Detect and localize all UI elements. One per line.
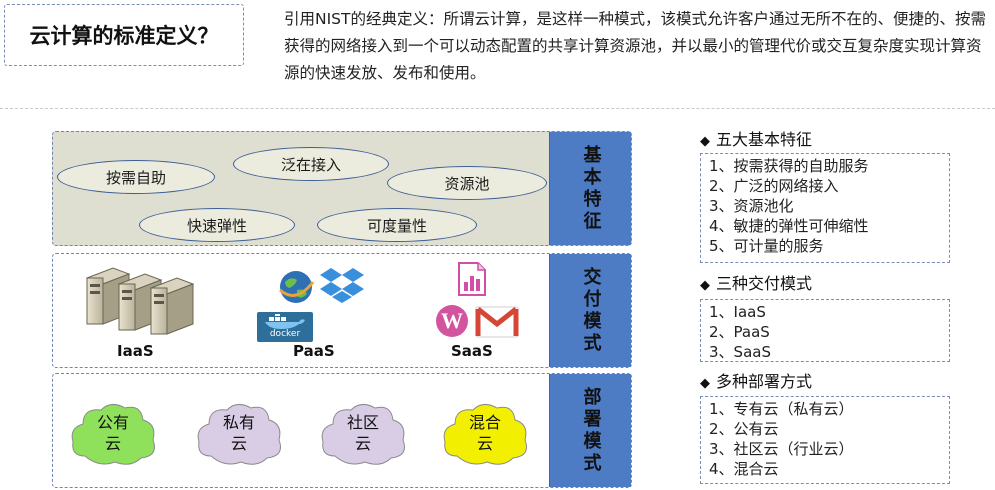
delivery-list: 1、IaaS 2、PaaS 3、SaaS [700, 299, 950, 362]
features-list: 1、按需获得的自助服务 2、广泛的网络接入 3、资源池化 4、敏捷的弹性可伸缩性… [700, 153, 950, 263]
svg-text:W: W [441, 308, 463, 333]
cloud-label: 社区 云 [346, 413, 379, 453]
list-item: 1、IaaS [709, 303, 766, 321]
diamond-bullet-icon: ◆ [700, 134, 710, 149]
features-side-label: 基本特征 [549, 132, 631, 245]
delivery-band: IaaS docker PaaS W SaaS [52, 253, 632, 368]
list-item: 4、敏捷的弹性可伸缩性 [709, 217, 869, 235]
feature-oval: 资源池 [387, 166, 547, 200]
page-title-box: 云计算的标准定义？ [4, 4, 244, 66]
feature-oval: 快速弹性 [139, 208, 295, 242]
list-item: 1、按需获得的自助服务 [709, 157, 869, 175]
feature-oval: 可度量性 [317, 208, 477, 242]
delivery-heading: ◆三种交付模式 [700, 274, 813, 293]
cloud-label: 私有 云 [222, 413, 255, 453]
wordpress-logo: W [436, 305, 468, 337]
server-icon [85, 267, 195, 335]
cloud-hybrid: 混合 云 [439, 398, 531, 468]
cloud-shape [443, 404, 527, 465]
list-item: 3、资源池化 [709, 197, 794, 215]
dropbox-icon [320, 268, 364, 303]
globe-icon [279, 271, 315, 303]
gmail-logo [475, 306, 519, 338]
deployment-list: 1、专有云（私有云） 2、公有云 3、社区云（行业云） 4、混合云 [700, 396, 950, 484]
list-item: 2、广泛的网络接入 [709, 177, 839, 195]
list-item: 5、可计量的服务 [709, 237, 824, 255]
list-item: 4、混合云 [709, 460, 779, 478]
model-label-saas: SaaS [451, 342, 493, 360]
deployment-heading: ◆多种部署方式 [700, 372, 813, 391]
cloud-label: 混合 云 [468, 413, 501, 453]
definition-paragraph: 引用NIST的经典定义：所谓云计算，是这样一种模式，该模式允许客户通过无所不在的… [284, 10, 986, 82]
diamond-bullet-icon: ◆ [700, 376, 710, 391]
model-label-iaas: IaaS [117, 342, 154, 360]
features-heading: ◆五大基本特征 [700, 130, 813, 149]
model-label-paas: PaaS [293, 342, 335, 360]
cloud-shape [71, 404, 155, 465]
document-chart-icon [458, 262, 486, 296]
list-item: 2、PaaS [709, 323, 770, 341]
cloud-private: 私有 云 [193, 398, 285, 468]
docker-logo: docker [257, 312, 313, 342]
cloud-shape [321, 404, 405, 465]
list-item: 3、社区云（行业云） [709, 440, 854, 458]
cloud-community: 社区 云 [317, 398, 409, 468]
page-title: 云计算的标准定义？ [29, 24, 219, 48]
feature-oval: 按需自助 [57, 160, 215, 194]
features-band: 按需自助 泛在接入 资源池 快速弹性 可度量性 基本特征 [52, 131, 632, 246]
diamond-bullet-icon: ◆ [700, 278, 710, 293]
deployment-band: 公有 云 私有 云 社区 云 混合 云 部署模式 [52, 373, 632, 488]
deployment-side-label: 部署模式 [549, 374, 631, 487]
section-divider [0, 108, 995, 109]
cloud-public: 公有 云 [67, 398, 159, 468]
list-item: 2、公有云 [709, 420, 779, 438]
cloud-shape [197, 404, 281, 465]
cloud-label: 公有 云 [96, 413, 129, 453]
delivery-side-label: 交付模式 [549, 254, 631, 367]
list-item: 3、SaaS [709, 343, 771, 361]
list-item: 1、专有云（私有云） [709, 400, 854, 418]
feature-oval: 泛在接入 [233, 147, 389, 181]
